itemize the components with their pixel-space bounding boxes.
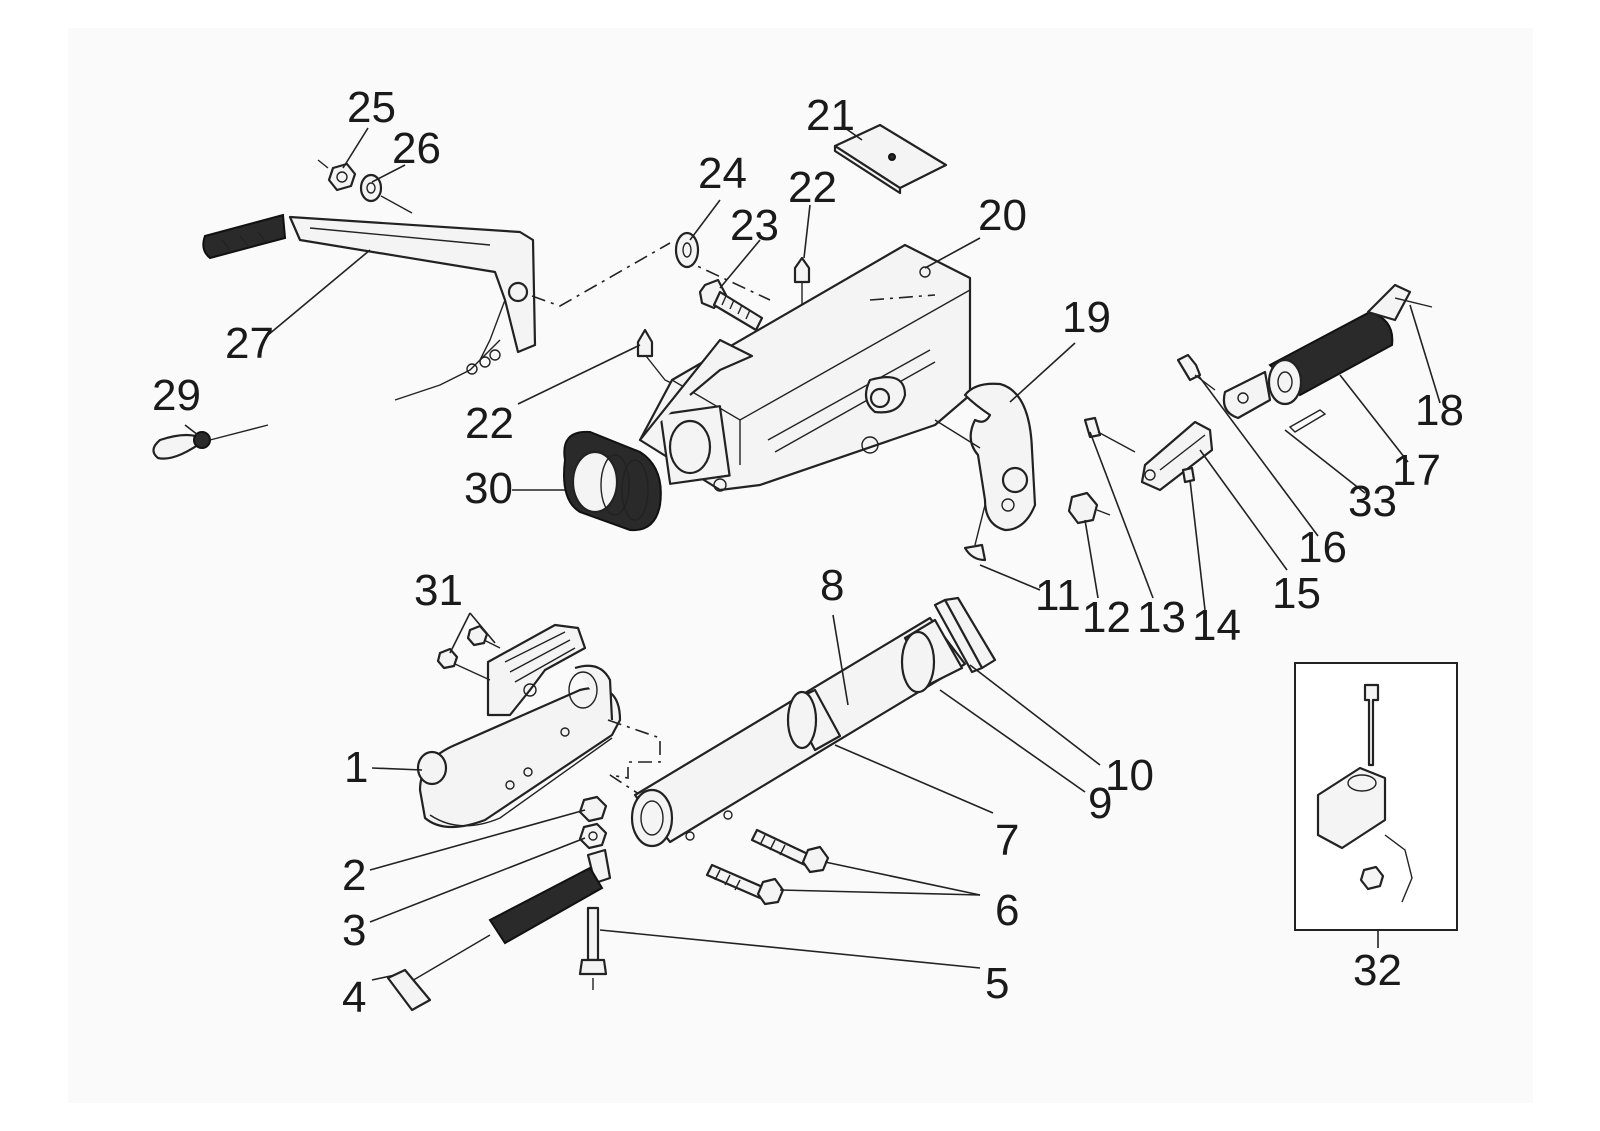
callout-5: 5 — [985, 959, 1009, 1008]
callout-6: 6 — [995, 886, 1019, 935]
nut-2 — [578, 795, 608, 823]
plate-21 — [833, 123, 948, 195]
nut-3 — [578, 822, 608, 850]
plate-10 — [933, 596, 997, 674]
damper-4 — [386, 848, 612, 1012]
shock-absorber-17 — [1222, 310, 1394, 420]
coupling-housing — [638, 243, 972, 492]
callout-15: 15 — [1272, 569, 1321, 618]
callout-10: 10 — [1105, 751, 1154, 800]
callout-8: 8 — [820, 561, 844, 610]
callout-25: 25 — [347, 83, 396, 132]
bolt-23 — [698, 278, 764, 332]
bolt-centerline — [679, 257, 771, 301]
callout-7: 7 — [995, 816, 1019, 865]
clip-14 — [1181, 466, 1196, 484]
callout-22-left: 22 — [465, 399, 514, 448]
bush-9 — [900, 618, 964, 694]
bolt-6-lower — [705, 863, 785, 906]
coupling-head-1 — [416, 664, 622, 829]
callout-4: 4 — [342, 973, 366, 1022]
callout-22-top: 22 — [788, 163, 837, 212]
leader-lines — [184, 127, 1441, 981]
callout-32: 32 — [1353, 946, 1402, 995]
inset-box-32 — [1294, 662, 1458, 931]
callout-3: 3 — [342, 906, 366, 955]
lever-washer — [359, 173, 413, 214]
nuts-31 — [436, 624, 501, 681]
callout-30: 30 — [464, 464, 513, 513]
callout-29: 29 — [152, 371, 201, 420]
bellows-30 — [563, 430, 662, 532]
spring-11 — [963, 504, 987, 562]
callout-1: 1 — [344, 743, 368, 792]
clevis-15 — [1140, 420, 1214, 492]
callout-14: 14 — [1192, 601, 1241, 650]
tube-centerline — [607, 719, 661, 801]
callout-9: 9 — [1088, 779, 1112, 828]
callout-23: 23 — [730, 201, 779, 250]
callout-2: 2 — [342, 851, 366, 900]
washer-24 — [674, 231, 700, 269]
bolt-13 — [1083, 416, 1136, 453]
callout-20: 20 — [978, 191, 1027, 240]
pin-16 — [1176, 353, 1216, 391]
coupling-handle — [486, 623, 587, 717]
nut-12 — [1067, 491, 1111, 525]
callout-12: 12 — [1082, 593, 1131, 642]
grease-nipple-left — [636, 328, 691, 393]
callout-13: 13 — [1137, 593, 1186, 642]
bush-7 — [786, 688, 842, 752]
callout-31: 31 — [414, 566, 463, 615]
callout-18: 18 — [1415, 386, 1464, 435]
callout-21: 21 — [806, 91, 855, 140]
bolt-5 — [578, 906, 608, 990]
bolt-6-upper — [750, 828, 830, 874]
pawl-19 — [934, 382, 1037, 532]
callout-26: 26 — [392, 124, 441, 173]
callout-17: 17 — [1392, 446, 1441, 495]
callout-24: 24 — [698, 149, 747, 198]
breakaway-cable — [152, 424, 269, 460]
callout-16: 16 — [1298, 523, 1347, 572]
callout-11: 11 — [1035, 571, 1081, 620]
callout-19: 19 — [1062, 293, 1111, 342]
callout-27: 27 — [225, 319, 274, 368]
diagram-panel — [68, 28, 1533, 1103]
lever-centerline — [531, 242, 671, 307]
hand-brake-lever — [202, 213, 537, 401]
callout-33: 33 — [1348, 477, 1397, 526]
split-pin-33 — [1288, 409, 1327, 433]
callout-numbers: 25 26 21 24 22 23 20 19 27 18 29 22 17 3… — [152, 83, 1464, 1022]
bracket-18 — [1366, 283, 1433, 322]
lever-nut — [317, 159, 357, 192]
